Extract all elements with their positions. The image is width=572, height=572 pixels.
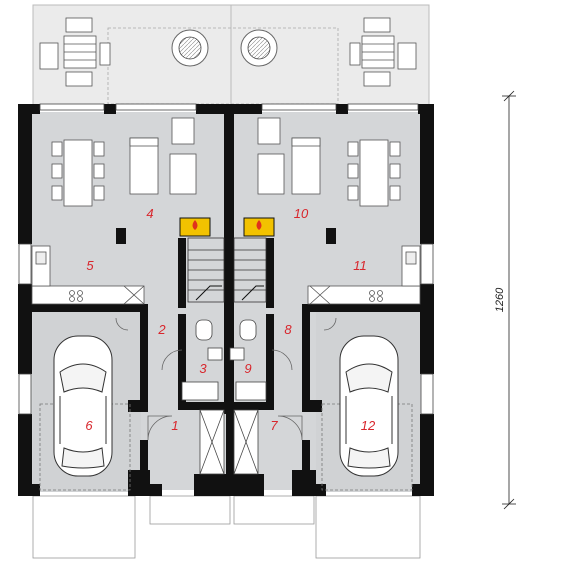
dining-table-right <box>347 139 401 207</box>
car-right <box>339 335 399 477</box>
kitchen-left <box>31 245 145 305</box>
staircase-left <box>187 237 225 303</box>
dimension-line <box>502 90 516 510</box>
room-label-1: 1 <box>171 418 178 433</box>
car-left <box>53 335 113 477</box>
room-label-3: 3 <box>199 361 207 376</box>
room-label-10: 10 <box>294 206 309 221</box>
room-label-12: 12 <box>361 418 376 433</box>
fireplace-left <box>179 217 211 237</box>
vestibule-doors <box>181 381 267 475</box>
room-label-8: 8 <box>284 322 292 337</box>
kitchen-right <box>307 245 421 305</box>
room-label-5: 5 <box>86 258 94 273</box>
walls <box>18 104 434 496</box>
terrace-table-right <box>349 17 417 87</box>
wc-right <box>229 319 257 361</box>
door-swings <box>115 317 337 441</box>
fireplace-right <box>243 217 275 237</box>
room-label-2: 2 <box>157 322 166 337</box>
staircase-right <box>233 237 267 303</box>
room-label-6: 6 <box>85 418 93 433</box>
room-label-4: 4 <box>146 206 153 221</box>
wc-left <box>195 319 223 361</box>
dining-table-left <box>51 139 105 207</box>
planter-left <box>171 29 209 67</box>
room-label-7: 7 <box>270 418 278 433</box>
terrace-table-left <box>39 17 111 87</box>
living-set-right <box>257 117 321 195</box>
planter-right <box>240 29 278 67</box>
room-label-9: 9 <box>244 361 251 376</box>
dimension-label: 1260 <box>494 287 506 312</box>
room-label-11: 11 <box>353 258 367 273</box>
terrace <box>32 4 430 106</box>
windows <box>18 103 434 415</box>
living-set-left <box>129 117 197 195</box>
entrance-steps <box>32 495 421 559</box>
